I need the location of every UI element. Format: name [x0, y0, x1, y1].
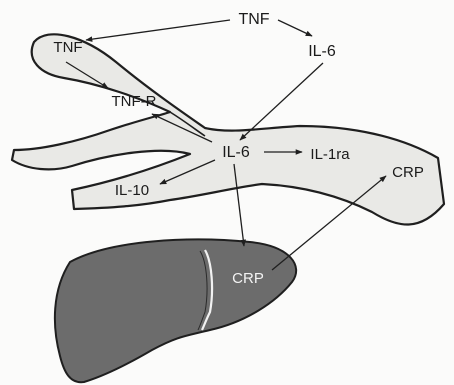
label-il10: IL-10: [115, 182, 149, 199]
label-crp-liver: CRP: [232, 270, 264, 287]
label-il6-top: IL-6: [308, 43, 336, 60]
arrow-tnf-to-il6-top: [278, 20, 312, 36]
liver: [55, 239, 296, 382]
label-tnf-r: TNF-R: [112, 93, 157, 110]
label-crp-right: CRP: [392, 164, 424, 181]
label-il1ra: IL-1ra: [310, 146, 350, 163]
blood-vessel: [12, 34, 444, 224]
label-tnf-vessel: TNF: [53, 39, 82, 56]
label-il6-center: IL-6: [222, 144, 250, 161]
arrow-tnf-to-vessel-tnf: [86, 20, 230, 40]
label-tnf-top: TNF: [238, 11, 269, 28]
